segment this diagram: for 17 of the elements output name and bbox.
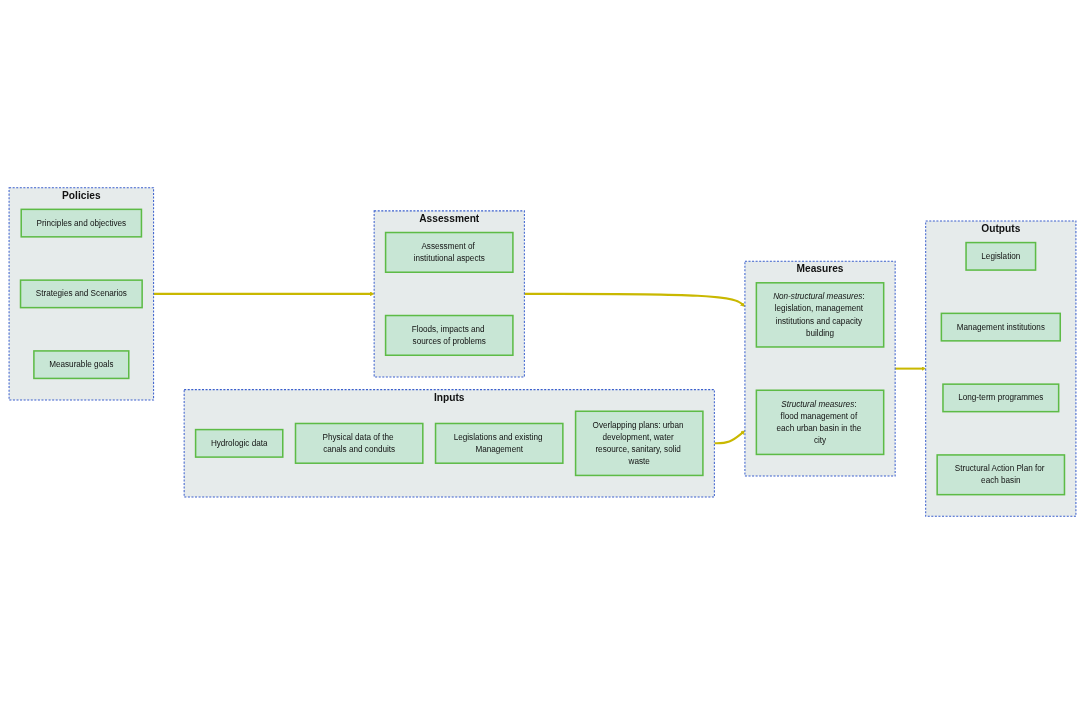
node-box: Legislations and existing Management [434,422,564,464]
node-box: Physical data of the canals and conduits [294,422,424,464]
node-box: Structural measures: flood management of each urban basin in the city [755,389,885,456]
node-box: Legislation [965,241,1037,271]
node-box: Floods, impacts and sources of problems [384,314,514,356]
node-box: Long-term programmes [942,383,1060,413]
node-box: Structural Action Plan for each basin [936,454,1066,496]
node-box: Measurable goals [33,350,130,380]
node-box: Strategies and Scenarios [19,279,143,309]
node-box: Management institutions [940,312,1061,342]
node-box: Overlapping plans: urban development, water resource, sanitary, solid waste [574,410,704,477]
arrow [895,366,926,371]
node-box: Non-structural measures: legislation, management institutions and capacity building [755,282,885,348]
node-box: Principles and objectives [20,208,143,238]
arrow [153,291,375,297]
node-box: Assessment of institutional aspects [384,231,514,273]
node-box: Hydrologic data [194,428,284,458]
